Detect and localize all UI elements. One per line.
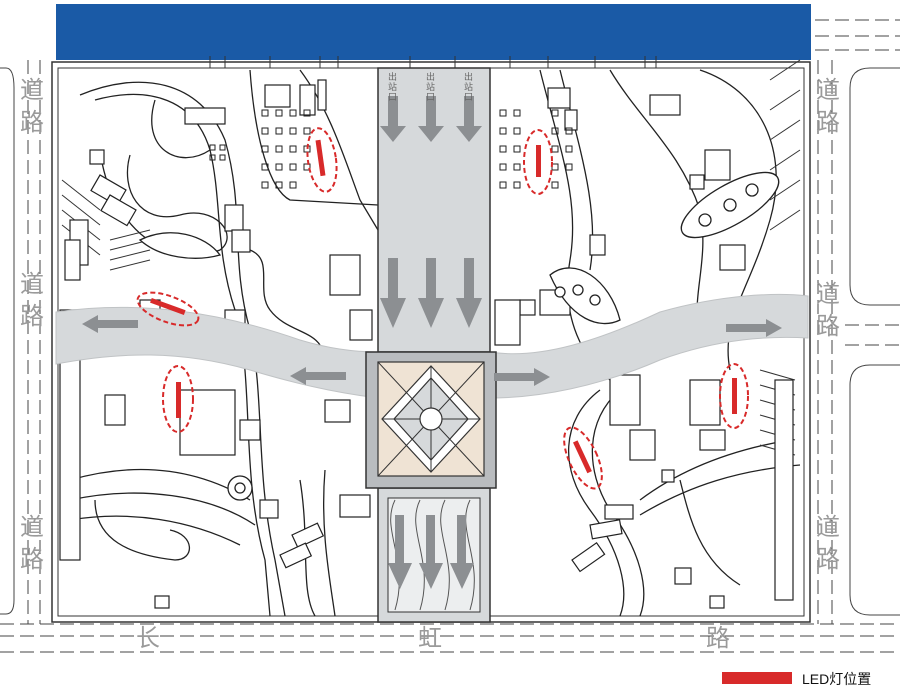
down-arrow xyxy=(380,96,406,142)
exit-label-char: 出 xyxy=(464,71,473,83)
exit-label-char: 出 xyxy=(426,71,435,83)
road-lines xyxy=(0,19,900,653)
down-arrow xyxy=(456,258,482,328)
down-arrow xyxy=(450,515,474,589)
exit-label-char: 口 xyxy=(388,93,397,103)
led-marker xyxy=(136,291,200,327)
left-arrow xyxy=(290,367,346,385)
window-grids xyxy=(209,109,573,189)
road-label: 路 xyxy=(20,302,44,330)
exit-label-char: 口 xyxy=(464,93,473,103)
leaf-features xyxy=(138,171,780,501)
flow-arrows xyxy=(82,96,782,589)
right-arrow xyxy=(494,368,550,386)
legend-label: LED灯位置 xyxy=(802,671,871,687)
down-arrow xyxy=(419,515,443,589)
road-label: 路 xyxy=(20,545,44,573)
left-arrow xyxy=(82,315,138,333)
down-arrow xyxy=(456,96,482,142)
led-marker xyxy=(719,363,749,429)
down-arrow xyxy=(380,258,406,328)
road-label-bottom: 虹 xyxy=(418,624,442,652)
road-label: 道 xyxy=(816,513,840,541)
road-label-bottom: 路 xyxy=(706,624,730,652)
exit-label-char: 站 xyxy=(388,81,397,93)
road-label: 道 xyxy=(20,270,44,298)
road-label: 道 xyxy=(20,76,44,104)
legend-swatch xyxy=(722,672,792,684)
exit-label-char: 口 xyxy=(426,93,435,103)
road-label: 路 xyxy=(20,108,44,136)
led-marker xyxy=(523,129,553,195)
road-label: 道 xyxy=(816,76,840,104)
led-marker xyxy=(162,365,194,433)
down-arrow xyxy=(418,96,444,142)
led-markers xyxy=(136,127,749,490)
road-labels: 道 路 道 路 道 路 道 路 道 路 道 路 长 虹 路 xyxy=(20,76,840,652)
led-marker xyxy=(306,127,338,193)
small-structures xyxy=(59,79,794,609)
down-arrow xyxy=(388,515,412,589)
band-ticks xyxy=(209,56,657,68)
road-label: 路 xyxy=(816,108,840,136)
pedestrian-flow-band xyxy=(55,293,809,399)
exit-labels: 出 站 口 出 站 口 出 站 口 xyxy=(388,71,473,103)
landscape-curves xyxy=(69,69,801,617)
road-label: 道 xyxy=(20,513,44,541)
station-building xyxy=(56,4,811,60)
road-label: 道 xyxy=(816,280,840,308)
road-label: 路 xyxy=(816,312,840,340)
road-label-bottom: 长 xyxy=(136,624,160,652)
central-diamond-plaza xyxy=(365,351,497,489)
exit-label-char: 站 xyxy=(464,81,473,93)
road-label: 路 xyxy=(816,545,840,573)
led-marker xyxy=(563,426,603,490)
exit-label-char: 站 xyxy=(426,81,435,93)
down-arrow xyxy=(418,258,444,328)
right-arrow xyxy=(726,319,782,337)
legend: LED灯位置 xyxy=(722,671,871,687)
exit-label-char: 出 xyxy=(388,71,397,83)
